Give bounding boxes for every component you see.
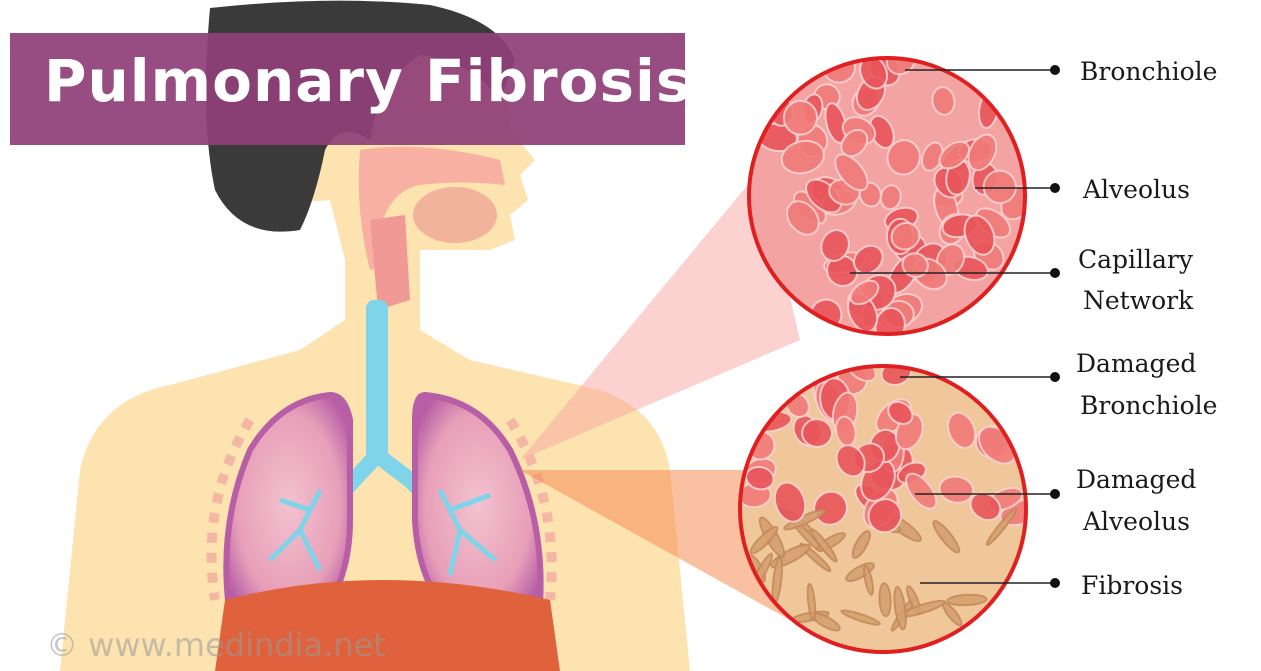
label-damaged-alveolus-line2: Alveolus bbox=[1083, 501, 1190, 543]
label-damaged-bronchiole-line2: Bronchiole bbox=[1080, 385, 1217, 427]
label-alveolus: Alveolus bbox=[1083, 169, 1190, 211]
healthy-tissue-zoom bbox=[749, 40, 1039, 346]
dot-fibrosis bbox=[1050, 578, 1060, 588]
dot-alveolus bbox=[1050, 183, 1060, 193]
label-bronchiole: Bronchiole bbox=[1080, 51, 1217, 93]
oral-cavity bbox=[413, 187, 497, 243]
page-title: Pulmonary Fibrosis bbox=[44, 52, 691, 110]
dot-damaged-bronchiole bbox=[1050, 372, 1060, 382]
dot-bronchiole bbox=[1050, 65, 1060, 75]
damaged-tissue-zoom bbox=[738, 352, 1044, 652]
label-fibrosis: Fibrosis bbox=[1081, 565, 1183, 607]
dot-capillary-network bbox=[1050, 268, 1060, 278]
label-damaged-alveolus-line1: Damaged bbox=[1076, 459, 1196, 501]
label-damaged-bronchiole-line1: Damaged bbox=[1076, 343, 1196, 385]
label-capillary: Capillary bbox=[1078, 239, 1193, 281]
dot-damaged-alveolus bbox=[1050, 489, 1060, 499]
leader-dots bbox=[1050, 65, 1060, 588]
watermark: © www.medindia.net bbox=[46, 626, 386, 664]
label-network: Network bbox=[1083, 280, 1193, 322]
